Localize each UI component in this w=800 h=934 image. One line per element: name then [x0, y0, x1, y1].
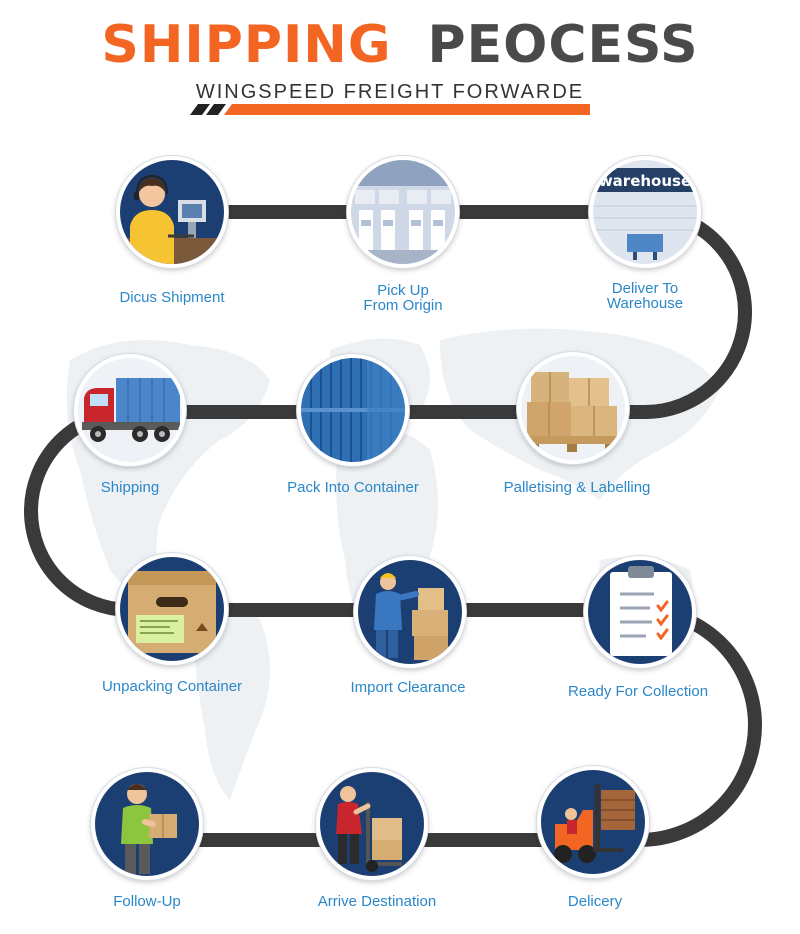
warehouse-icon: warehouse [593, 160, 697, 264]
step-label-line: Import Clearance [350, 679, 466, 696]
step-label-line: Shipping [100, 479, 160, 496]
truck-icon [78, 358, 182, 462]
step-label-import-clearance: Import Clearance [313, 680, 503, 695]
step-label-unpacking-container: Unpacking Container [77, 679, 267, 694]
step-node-unpacking-container [116, 553, 228, 665]
step-label-line: Dicus Shipment [119, 289, 225, 306]
step-node-pack-into-container [297, 354, 409, 466]
step-label-line: Arrive Destination [317, 893, 437, 910]
step-node-import-clearance [354, 556, 466, 668]
hand-truck-icon [320, 772, 424, 876]
step-label-follow-up: Follow-Up [52, 894, 242, 909]
step-node-deliver-to-warehouse: warehouse [589, 156, 701, 268]
cargo-hall-icon [351, 160, 455, 264]
shipping-container-icon [301, 358, 405, 462]
step-label-shipping: Shipping [35, 480, 225, 495]
step-label-line: Pack Into Container [287, 479, 419, 496]
step-label-ready-for-collection: Ready For Collection [543, 684, 733, 699]
step-node-delicery [537, 766, 649, 878]
step-node-arrive-destination [316, 768, 428, 880]
connector-path [24, 205, 762, 847]
title-part-dark: PEOCESS [427, 15, 699, 75]
delivery-man-icon [95, 772, 199, 876]
worker-scanning-boxes-icon [358, 560, 462, 664]
pallet-boxes-icon [521, 356, 625, 460]
step-label-arrive-destination: Arrive Destination [282, 894, 472, 909]
step-label-line: From Origin [363, 297, 443, 314]
step-node-pick-up [347, 156, 459, 268]
step-label-line: Deliver To [611, 280, 679, 297]
forklift-icon [541, 770, 645, 874]
step-label-pick-up: Pick Up From Origin [308, 283, 498, 313]
step-label-line: Ready For Collection [567, 683, 709, 700]
page-title: SHIPPING PEOCESS [0, 14, 800, 76]
step-label-line: Pick Up [377, 282, 429, 299]
open-box-icon [120, 557, 224, 661]
step-label-line: Unpacking Container [101, 678, 243, 695]
step-label-delicery: Delicery [500, 894, 690, 909]
clipboard-checklist-icon [588, 560, 692, 664]
warehouse-sign-text: warehouse [599, 172, 691, 190]
step-node-palletising-labelling [517, 352, 629, 464]
step-node-shipping [74, 354, 186, 466]
step-label-line: Follow-Up [113, 893, 181, 910]
step-label-palletising-labelling: Palletising & Labelling [482, 480, 672, 495]
title-part-orange: SHIPPING [101, 15, 392, 75]
step-label-line: Delicery [567, 893, 623, 910]
step-node-ready-for-collection [584, 556, 696, 668]
subtitle: WINGSPEED FREIGHT FORWARDE [195, 81, 585, 103]
step-label-line: Warehouse [606, 295, 684, 312]
step-label-deliver-to-warehouse: Deliver To Warehouse [550, 281, 740, 311]
step-label-pack-into-container: Pack Into Container [258, 480, 448, 495]
step-label-line: Palletising & Labelling [503, 479, 651, 496]
step-label-dicus-shipment: Dicus Shipment [77, 290, 267, 305]
customer-service-agent-icon [120, 160, 224, 264]
step-node-dicus-shipment [116, 156, 228, 268]
step-node-follow-up [91, 768, 203, 880]
